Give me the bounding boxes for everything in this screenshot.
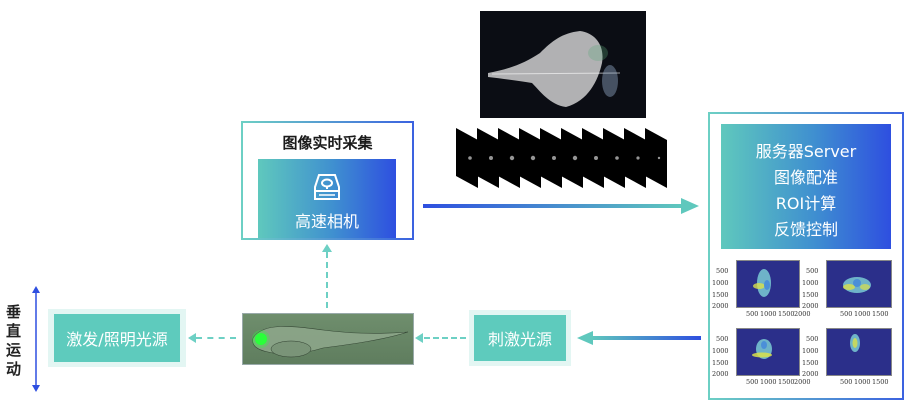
roi-plot-2: 500 1000 1500 2000 500 1000 1500 xyxy=(800,260,900,322)
roi-plot-1: 500 1000 1500 2000 500 1000 1500 2000 xyxy=(710,260,811,322)
data-flow-arrow xyxy=(423,197,699,215)
excitation-source-label: 激发/照明光源 xyxy=(54,314,180,362)
server-module: 服务器Server 图像配准 ROI计算 反馈控制 500 1000 1500 … xyxy=(708,112,904,400)
server-line-1: 服务器Server xyxy=(755,142,857,161)
feedback-arrow xyxy=(577,330,701,346)
camera-module-title: 图像实时采集 xyxy=(282,134,373,152)
dashed-arrow-to-fish xyxy=(424,337,466,339)
roi-plot-3: 500 1000 1500 2000 500 1000 1500 2000 xyxy=(710,328,811,390)
server-info-box: 服务器Server 图像配准 ROI计算 反馈控制 xyxy=(721,124,891,249)
arrowhead-left-icon xyxy=(188,333,196,343)
server-line-3: ROI计算 xyxy=(775,194,837,213)
roi-plot-4: 500 1000 1500 2000 500 1000 1500 xyxy=(800,328,900,390)
vertical-motion-label: 垂直运动 xyxy=(6,303,22,378)
camera-module: 图像实时采集 高速相机 xyxy=(241,121,414,240)
stimulus-source-box: 刺激光源 xyxy=(469,310,571,366)
server-line-4: 反馈控制 xyxy=(773,220,838,239)
image-stack xyxy=(456,128,668,188)
dashed-arrow-to-excitation xyxy=(196,337,236,339)
zebrafish-image xyxy=(242,313,414,365)
vertical-motion-arrow xyxy=(32,286,40,392)
server-line-2: 图像配准 xyxy=(773,168,838,187)
stimulus-source-label: 刺激光源 xyxy=(474,315,566,361)
arrowhead-up-icon xyxy=(322,244,332,252)
excitation-source-box: 激发/照明光源 xyxy=(48,309,186,367)
camera-label: 高速相机 xyxy=(294,212,359,231)
high-speed-camera-box: 高速相机 xyxy=(258,159,396,238)
arrowhead-left-icon xyxy=(415,333,423,343)
dashed-arrow-to-camera xyxy=(326,252,328,308)
camera-icon xyxy=(311,173,343,201)
brain-image xyxy=(480,11,646,118)
